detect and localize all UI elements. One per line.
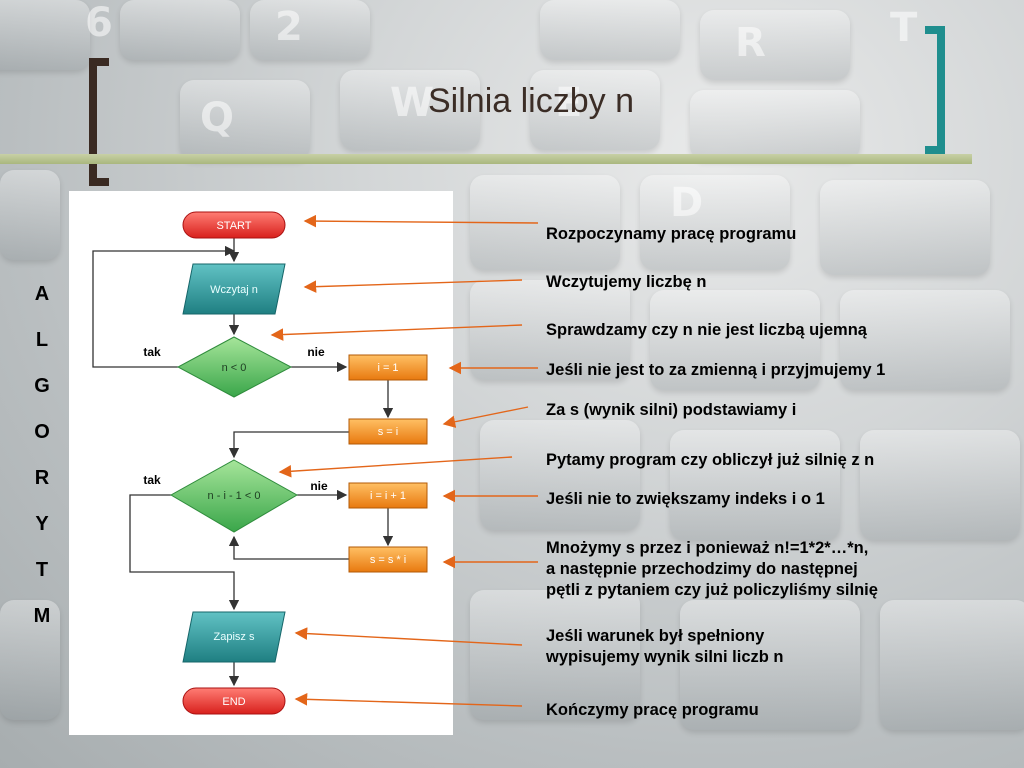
annotation-arrow bbox=[303, 279, 523, 293]
process-increment-label: i = i + 1 bbox=[370, 490, 406, 502]
process-increment bbox=[348, 482, 428, 509]
branch-yes-label: tak bbox=[143, 345, 161, 359]
annotation-arrow bbox=[303, 214, 539, 228]
annotation-arrow bbox=[294, 693, 523, 707]
right-bracket bbox=[925, 26, 945, 154]
input-parallelogram bbox=[182, 263, 286, 315]
description-loop-check: Pytamy program czy obliczył już silnię z… bbox=[546, 451, 875, 469]
annotation-arrow bbox=[270, 324, 523, 341]
start-terminator bbox=[182, 211, 286, 239]
slide-title: Silnia liczby n bbox=[428, 82, 634, 120]
side-letter: A bbox=[34, 283, 50, 305]
branch-no-label: nie bbox=[310, 479, 328, 493]
branch-no-label: nie bbox=[307, 345, 325, 359]
side-letter: Y bbox=[35, 513, 49, 535]
annotation-arrow bbox=[278, 456, 513, 478]
left-bracket bbox=[89, 58, 109, 186]
connector bbox=[129, 494, 240, 611]
decision-1-label: n < 0 bbox=[222, 362, 247, 374]
key-letter: E bbox=[555, 80, 583, 126]
description-end: Kończymy pracę programu bbox=[546, 701, 759, 719]
description-init-i: Jeśli nie jest to za zmienną i przyjmuje… bbox=[546, 361, 886, 379]
process-init-s-label: s = i bbox=[378, 426, 398, 438]
description-input: Wczytujemy liczbę n bbox=[546, 273, 707, 291]
end-terminator bbox=[182, 687, 286, 715]
description-start: Rozpoczynamy pracę programu bbox=[546, 225, 797, 243]
process-init-i bbox=[348, 354, 428, 381]
side-letter: T bbox=[35, 559, 49, 581]
process-init-s bbox=[348, 418, 428, 445]
decision-n-negative bbox=[176, 336, 293, 398]
end-label: END bbox=[222, 696, 245, 708]
key-letter: W bbox=[390, 80, 435, 126]
output-label: Zapisz s bbox=[214, 631, 255, 643]
key-letter: R bbox=[735, 20, 766, 66]
side-letter: R bbox=[34, 467, 50, 489]
key-letter: D bbox=[670, 180, 704, 226]
side-letter: L bbox=[35, 329, 49, 351]
description-output: Jeśli warunek był spełniony wypisujemy w… bbox=[546, 627, 784, 666]
key-letter: 2 bbox=[275, 4, 303, 50]
key-letter: T bbox=[890, 5, 918, 51]
branch-yes-label: tak bbox=[143, 473, 161, 487]
description-increment: Jeśli nie to zwiększamy indeks i o 1 bbox=[546, 490, 825, 508]
decision-2-label: n - i - 1 < 0 bbox=[208, 490, 261, 502]
side-letter: G bbox=[34, 375, 50, 397]
side-letter: O bbox=[34, 421, 50, 443]
decision-loop bbox=[169, 459, 299, 533]
description-multiply: Mnożymy s przez i ponieważ n!=1*2*…*n, a… bbox=[546, 539, 878, 599]
title-divider bbox=[0, 154, 972, 164]
connector bbox=[92, 245, 236, 368]
process-multiply bbox=[348, 546, 428, 573]
side-letter: M bbox=[33, 605, 51, 627]
description-init-s: Za s (wynik silni) podstawiamy i bbox=[546, 401, 797, 419]
start-label: START bbox=[216, 220, 251, 232]
input-label: Wczytaj n bbox=[210, 284, 258, 296]
process-init-i-label: i = 1 bbox=[377, 362, 398, 374]
key-letter: 6 bbox=[85, 0, 113, 46]
output-parallelogram bbox=[182, 611, 286, 663]
process-multiply-label: s = s * i bbox=[370, 554, 406, 566]
annotation-arrow bbox=[442, 406, 529, 428]
description-check-negative: Sprawdzamy czy n nie jest liczbą ujemną bbox=[546, 321, 867, 339]
key-letter: Q bbox=[200, 95, 235, 141]
annotation-arrow bbox=[294, 627, 523, 646]
